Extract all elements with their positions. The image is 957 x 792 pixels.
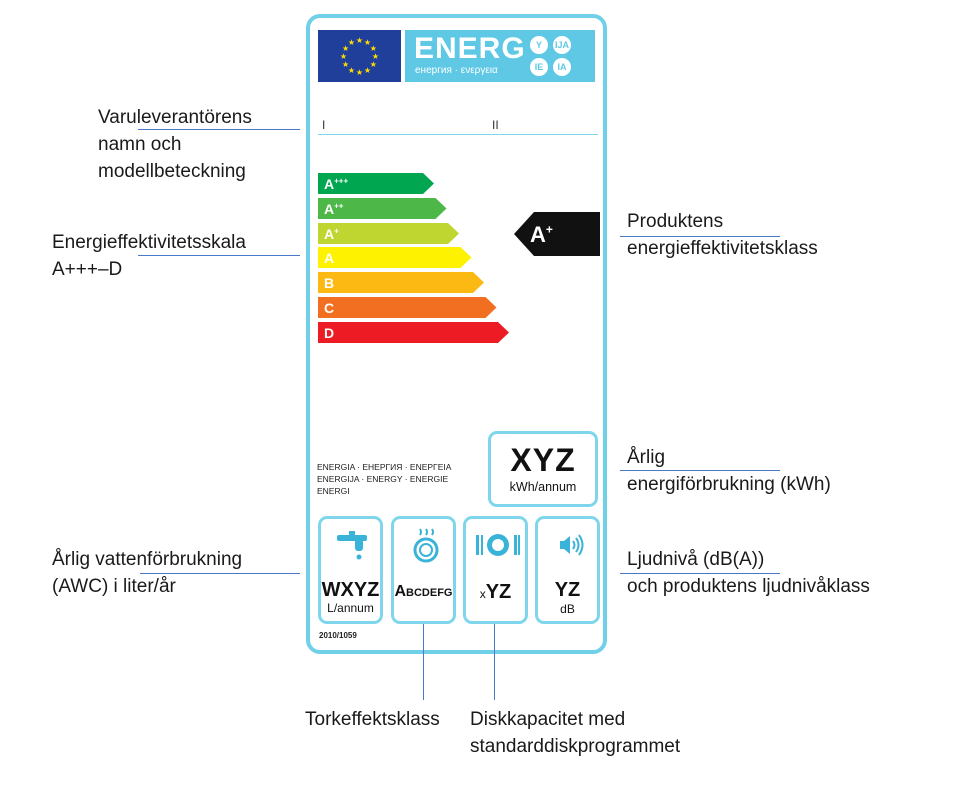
eu-star-icon: ★	[364, 38, 371, 47]
energy-header: ENERG енергия · ενεργεια Y IJA IE IA	[405, 30, 595, 82]
speaker-icon	[560, 534, 584, 556]
roman-numeral-ii: II	[492, 118, 499, 132]
eu-star-icon: ★	[370, 60, 377, 69]
lang-badge: IJA	[553, 36, 571, 54]
place-setting-icon	[476, 534, 520, 556]
noise-unit: dB	[560, 602, 575, 616]
water-unit: L/annum	[327, 601, 374, 615]
eu-star-icon: ★	[370, 44, 377, 53]
eu-star-icon: ★	[342, 60, 349, 69]
energy-scale-bar-label: A+++	[324, 176, 349, 192]
water-value: WXYZ	[321, 579, 380, 601]
faucet-icon	[337, 531, 367, 560]
drying-value: ABCDEFG	[394, 583, 453, 600]
pointer-noise	[620, 573, 780, 574]
energy-scale-bar-label: A++	[324, 200, 344, 217]
eu-star-icon: ★	[340, 52, 347, 61]
energy-scale-bar-label: B	[324, 275, 335, 292]
drying-class-box: ABCDEFG	[391, 516, 456, 624]
energy-scale-bar-label: D	[324, 324, 335, 341]
callout-drying: Torkeffektsklass	[305, 709, 440, 730]
product-class-arrow	[514, 212, 600, 256]
water-consumption-box: WXYZ L/annum	[318, 516, 383, 624]
energy-scale-bar: C	[318, 297, 497, 318]
pointer-water	[140, 573, 300, 574]
annual-energy-value: XYZ	[510, 442, 576, 478]
energy-multilang-text: ENERGIA · ЕНЕРГИЯ · ΕΝΕΡΓΕΙΑ ENERGIJA · …	[317, 462, 452, 496]
callout-supplier: Varuleverantörens namn och modellbeteckn…	[98, 107, 252, 182]
product-class-label: A+	[530, 222, 553, 247]
noise-value: YZ	[554, 579, 581, 601]
eu-star-icon: ★	[348, 38, 355, 47]
callout-noise: Ljudnivå (dB(A)) och produktens ljudnivå…	[627, 549, 870, 597]
capacity-box: xYZ	[463, 516, 528, 624]
divider	[318, 134, 598, 135]
eu-star-icon: ★	[348, 66, 355, 75]
lang-badge: IA	[553, 58, 571, 76]
regulation-number: 2010/1059	[319, 631, 357, 640]
dry-plate-icon	[413, 528, 439, 563]
pointer-energy	[620, 470, 780, 471]
energy-scale-bar: A+++	[318, 173, 434, 194]
energy-scale-bar: A++	[318, 197, 447, 219]
callout-product-class: Produktens energieffektivitetsklass	[627, 211, 818, 259]
callout-scale: Energieffektivitetsskala A+++–D	[52, 232, 246, 280]
lang-badge: Y	[530, 36, 548, 54]
annual-energy-unit: kWh/annum	[509, 480, 577, 494]
energy-scale-bar: D	[318, 321, 509, 343]
eu-star-icon: ★	[342, 44, 349, 53]
eu-flag-icon: ★★★★★★★★★★★★	[318, 30, 401, 82]
energy-scale-bar: A+	[318, 222, 459, 244]
eu-star-icon: ★	[364, 66, 371, 75]
energy-scale-bar: A	[318, 247, 472, 269]
pointer-capacity	[494, 624, 495, 700]
energy-scale-bar-label: A+	[324, 225, 339, 242]
pointer-drying	[423, 624, 424, 700]
pointer-class	[620, 236, 780, 237]
capacity-value: xYZ	[479, 581, 512, 603]
callout-water: Årlig vattenförbrukning (AWC) i liter/år	[52, 549, 243, 597]
eu-star-icon: ★	[372, 52, 379, 61]
callout-capacity: Diskkapacitet med standarddiskprogrammet	[470, 709, 681, 757]
pointer-supplier	[138, 129, 300, 130]
energy-word: ENERG	[414, 32, 526, 65]
lang-badge: IE	[530, 58, 548, 76]
energy-scale-bar: B	[318, 272, 484, 294]
callout-annual-energy: Årlig energiförbrukning (kWh)	[627, 447, 831, 495]
annual-energy-box: XYZ kWh/annum	[488, 431, 598, 507]
pointer-scale	[138, 255, 300, 256]
eu-star-icon: ★	[356, 36, 363, 45]
eu-star-icon: ★	[356, 68, 363, 77]
energy-scale-bar-label: A	[324, 250, 335, 267]
energy-scale-bar-label: C	[324, 300, 335, 316]
energy-subtitle: енергия · ενεργεια	[415, 65, 498, 76]
roman-numeral-i: I	[322, 118, 326, 132]
noise-box: YZ dB	[535, 516, 600, 624]
